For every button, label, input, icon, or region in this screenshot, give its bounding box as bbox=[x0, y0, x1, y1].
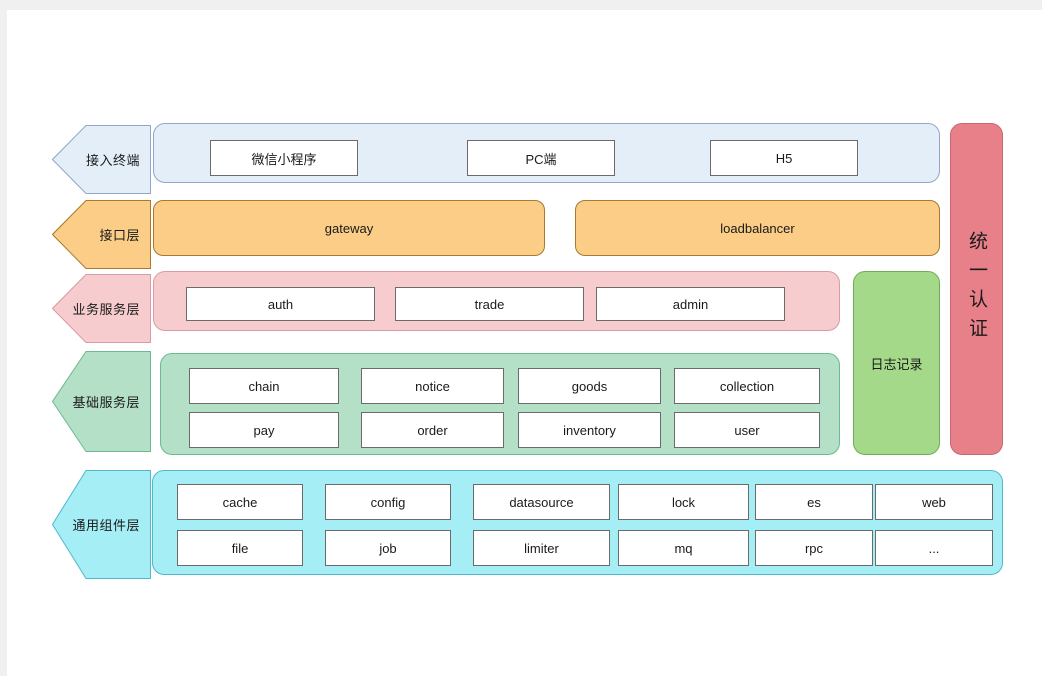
card-ellipsis[interactable]: ... bbox=[875, 530, 993, 566]
card-pc[interactable]: PC端 bbox=[467, 140, 615, 176]
layer-label-business-service-layer-outline bbox=[52, 274, 151, 343]
side-panel-label: 统一认证 bbox=[966, 231, 987, 347]
card-cache[interactable]: cache bbox=[177, 484, 303, 520]
card-label: limiter bbox=[524, 540, 559, 556]
card-goods[interactable]: goods bbox=[518, 368, 661, 404]
card-label: chain bbox=[248, 378, 280, 394]
card-label: es bbox=[807, 494, 821, 510]
block-loadbalancer[interactable]: loadbalancer bbox=[575, 200, 940, 256]
card-file[interactable]: file bbox=[177, 530, 303, 566]
card-label: PC端 bbox=[525, 151, 557, 167]
card-h5[interactable]: H5 bbox=[710, 140, 858, 176]
layer-label-text: 接口层 bbox=[99, 227, 140, 243]
card-pay[interactable]: pay bbox=[189, 412, 339, 448]
layer-label-basic-service-layer-outline bbox=[52, 351, 151, 452]
card-label: 微信小程序 bbox=[251, 151, 317, 167]
card-chain[interactable]: chain bbox=[189, 368, 339, 404]
card-wechat-miniprogram[interactable]: 微信小程序 bbox=[210, 140, 358, 176]
card-inventory[interactable]: inventory bbox=[518, 412, 661, 448]
card-auth[interactable]: auth bbox=[186, 287, 375, 321]
card-label: lock bbox=[671, 494, 696, 510]
card-label: web bbox=[922, 494, 946, 510]
card-label: job bbox=[379, 540, 397, 556]
side-panel-log-record[interactable]: 日志记录 bbox=[853, 271, 940, 455]
card-label: collection bbox=[719, 378, 775, 394]
side-panel-label: 日志记录 bbox=[870, 356, 923, 372]
card-lock[interactable]: lock bbox=[618, 484, 749, 520]
card-label: mq bbox=[674, 540, 693, 556]
side-panel-unified-auth[interactable]: 统一认证 bbox=[950, 123, 1003, 455]
card-job[interactable]: job bbox=[325, 530, 451, 566]
card-mq[interactable]: mq bbox=[618, 530, 749, 566]
card-limiter[interactable]: limiter bbox=[473, 530, 610, 566]
card-label: user bbox=[734, 422, 760, 438]
layer-label-text: 业务服务层 bbox=[72, 301, 140, 317]
card-label: file bbox=[231, 540, 249, 556]
card-web[interactable]: web bbox=[875, 484, 993, 520]
card-label: admin bbox=[672, 296, 709, 312]
card-label: inventory bbox=[563, 422, 616, 438]
card-label: goods bbox=[571, 378, 608, 394]
card-label: trade bbox=[474, 296, 505, 312]
card-notice[interactable]: notice bbox=[361, 368, 504, 404]
card-user[interactable]: user bbox=[674, 412, 820, 448]
card-label: order bbox=[417, 422, 448, 438]
card-label: H5 bbox=[775, 150, 793, 166]
layer-label-text: 基础服务层 bbox=[72, 394, 140, 410]
card-admin[interactable]: admin bbox=[596, 287, 785, 321]
card-label: pay bbox=[253, 422, 275, 438]
block-label: loadbalancer bbox=[720, 220, 795, 236]
block-gateway[interactable]: gateway bbox=[153, 200, 545, 256]
card-label: rpc bbox=[804, 540, 824, 556]
card-label: notice bbox=[415, 378, 450, 394]
card-trade[interactable]: trade bbox=[395, 287, 584, 321]
layer-label-text: 接入终端 bbox=[85, 152, 140, 168]
card-label: config bbox=[370, 494, 406, 510]
card-config[interactable]: config bbox=[325, 484, 451, 520]
card-datasource[interactable]: datasource bbox=[473, 484, 610, 520]
layer-label-text: 通用组件层 bbox=[72, 517, 140, 533]
card-label: auth bbox=[267, 296, 294, 312]
card-label: cache bbox=[222, 494, 258, 510]
card-rpc[interactable]: rpc bbox=[755, 530, 873, 566]
card-label: datasource bbox=[509, 494, 574, 510]
layer-label-interface-layer-outline bbox=[52, 200, 151, 269]
block-label: gateway bbox=[324, 220, 374, 236]
card-label: ... bbox=[928, 540, 940, 556]
layer-label-common-component-layer-outline bbox=[52, 470, 151, 579]
card-es[interactable]: es bbox=[755, 484, 873, 520]
card-collection[interactable]: collection bbox=[674, 368, 820, 404]
layer-label-access-terminal-outline bbox=[52, 125, 151, 194]
diagram-canvas: 接入终端 微信小程序 PC端 H5 接口层 gateway loadbalanc… bbox=[7, 10, 1042, 676]
card-order[interactable]: order bbox=[361, 412, 504, 448]
